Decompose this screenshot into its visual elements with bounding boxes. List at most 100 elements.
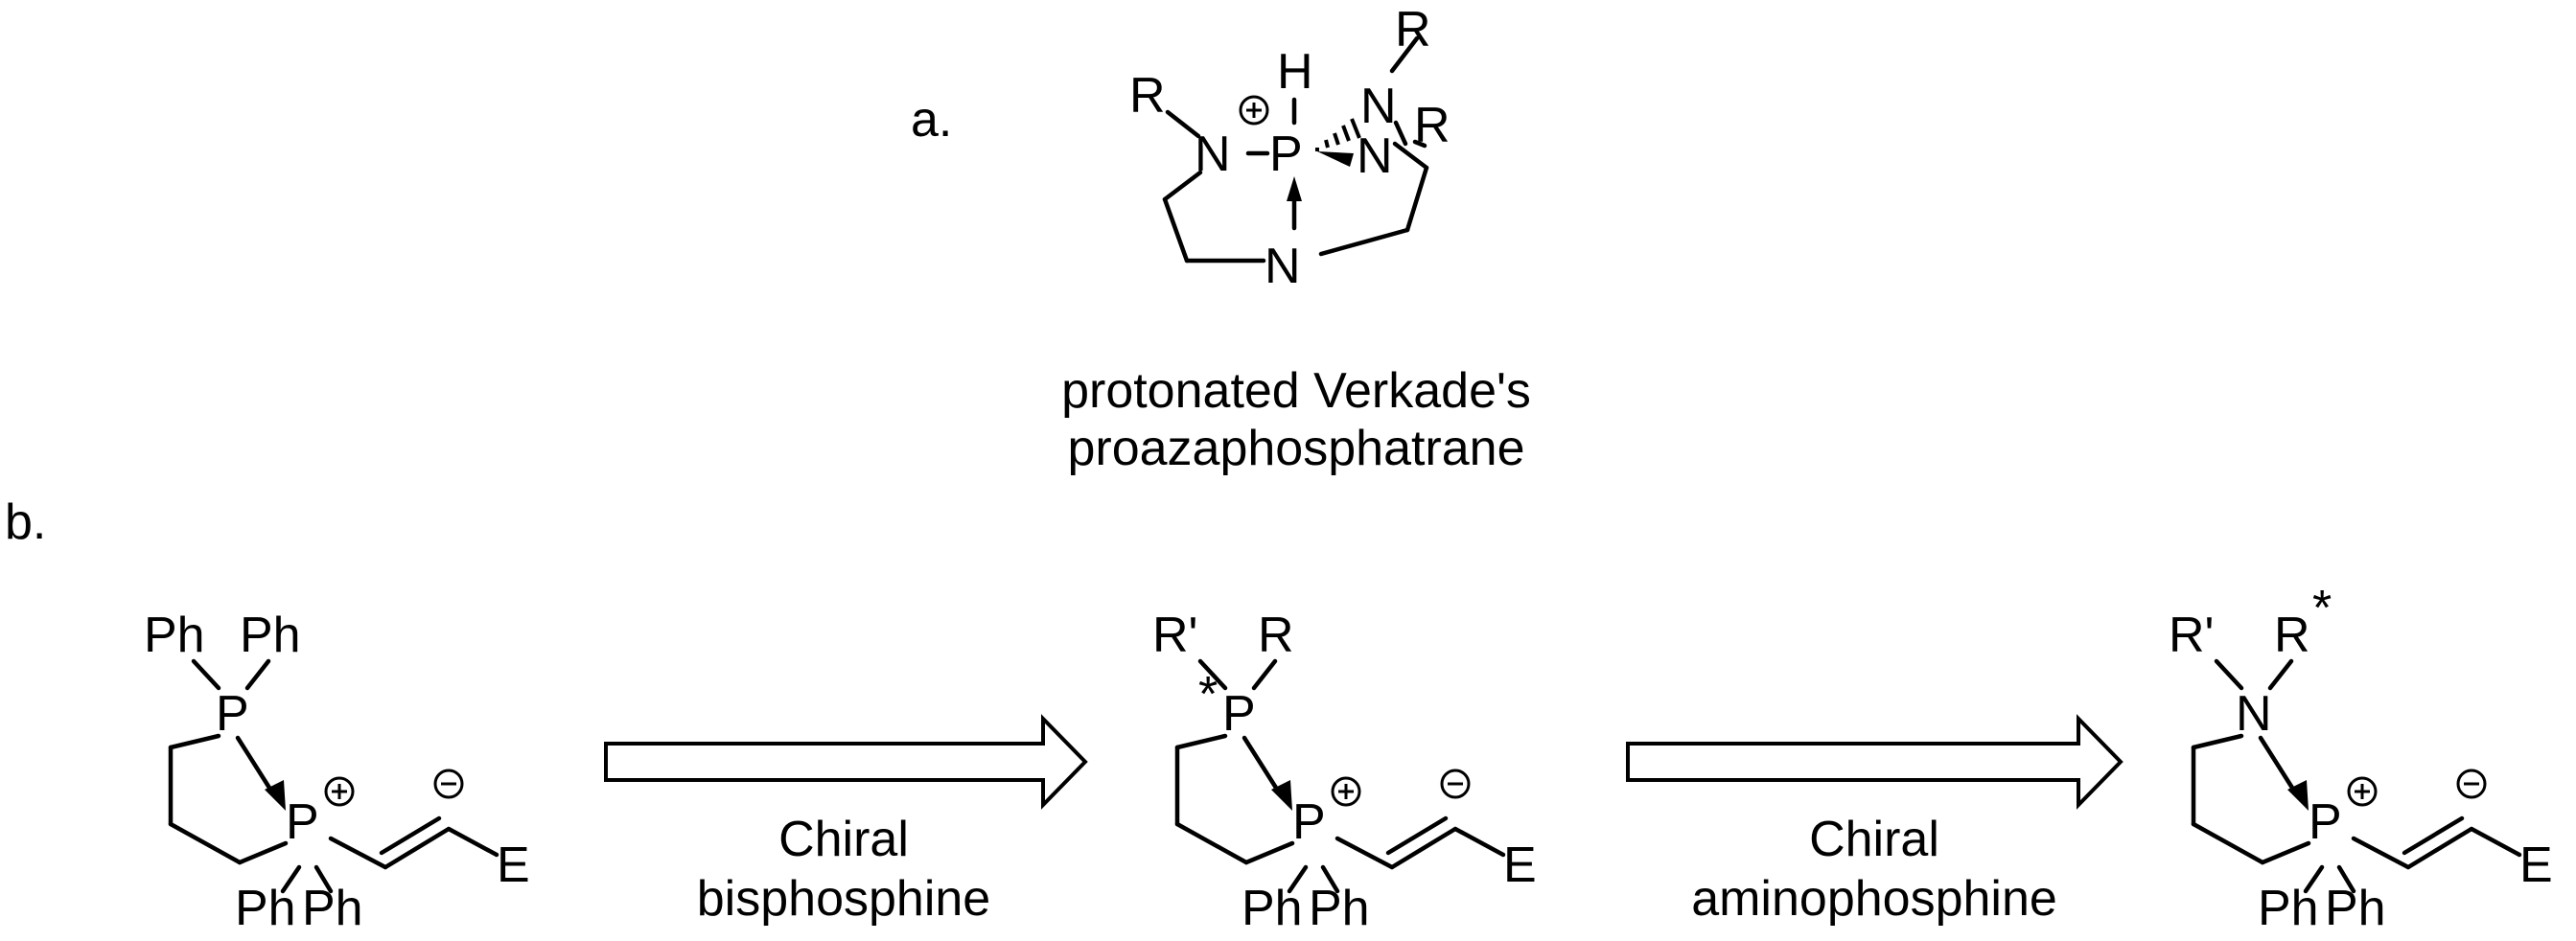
structure-1: Ph Ph P P Ph Ph E — [144, 608, 530, 936]
bond-ch-c-double — [2402, 815, 2465, 856]
bond-chain-3 — [2260, 840, 2311, 865]
bond-p2-ph-right — [313, 864, 334, 894]
proazaphosphatrane-structure: R N P H N N N R R — [1129, 2, 1450, 294]
ph-bottom-right: Ph — [1309, 881, 1370, 936]
reaction-arrow-2: Chiral aminophosphine — [1626, 714, 2123, 927]
structure-3: R' R * N P Ph Ph E — [2169, 581, 2553, 936]
r-prime-top-left: R' — [2169, 608, 2214, 663]
negative-charge-icon — [2456, 769, 2487, 799]
arrow-2-label-line1: Chiral — [1809, 812, 1939, 867]
atom-h: H — [1277, 44, 1313, 100]
substituent-r1: R — [1129, 68, 1166, 124]
bond-p1-ch2 — [1174, 733, 1228, 750]
bond-n3-r3 — [1412, 139, 1427, 149]
positive-charge-icon — [2347, 776, 2378, 807]
atom-n4: N — [1265, 239, 1301, 294]
bond-chain-2 — [1174, 821, 1249, 865]
bond-chain-2 — [2191, 821, 2265, 865]
bond-p2-ph-left — [280, 864, 302, 894]
bond-chain-2 — [168, 821, 243, 865]
structure-2: R' R P * P Ph Ph E — [1152, 608, 1537, 936]
cation-atom: P — [286, 794, 319, 850]
bond-ph-p1-left — [191, 658, 221, 691]
ph-bottom-left: Ph — [235, 881, 296, 936]
bond-ch-c-double — [1385, 815, 1449, 856]
donor-atom: P — [1222, 686, 1256, 742]
arrow-1-label-line2: bisphosphine — [697, 871, 990, 927]
bond-p-ph-left — [2303, 864, 2325, 894]
positive-charge-icon — [1331, 776, 1361, 807]
solid-wedge-p-n3 — [1317, 151, 1354, 167]
cation-atom: P — [2309, 794, 2342, 850]
dative-arrowhead — [1287, 176, 1302, 201]
bond-chain-3 — [237, 840, 289, 865]
bond-ch2-n3 — [1392, 141, 1429, 171]
stereocenter-star: * — [1198, 667, 1218, 723]
dative-n-p — [2258, 735, 2300, 798]
bond-n1-ch2 — [1162, 170, 1203, 202]
donor-atom: N — [2236, 686, 2272, 742]
negative-charge-icon — [1440, 769, 1471, 799]
bond-ch-c-single — [2405, 826, 2474, 870]
bond-n4-ch2-right — [1318, 227, 1410, 257]
atom-p: P — [1269, 126, 1303, 182]
bond-ch-c-single — [383, 826, 452, 870]
negative-charge-icon — [433, 769, 464, 799]
positive-charge-icon — [1239, 95, 1269, 126]
bond-rprime-n — [2214, 658, 2244, 691]
bond-r1-n1 — [1165, 109, 1201, 139]
cation-atom: P — [1292, 794, 1326, 850]
atom-n2: N — [1360, 79, 1397, 134]
ph-bottom-left: Ph — [2258, 881, 2319, 936]
bond-ch-c-double — [379, 815, 442, 856]
dative-arrowhead — [265, 780, 286, 811]
hashed-wedge-p-n2 — [1315, 118, 1361, 151]
bond-chain-3 — [1243, 840, 1295, 865]
bond-c-e — [446, 826, 499, 858]
stereocenter-star: * — [2312, 581, 2332, 636]
bond-p2-ph-left — [1287, 864, 1309, 894]
bond-p2-ch — [328, 836, 388, 870]
end-group: E — [497, 838, 530, 893]
arrow-1-label-line1: Chiral — [778, 812, 909, 867]
bond-p1-ch2 — [168, 733, 221, 750]
caption-line-2: proazaphosphatrane — [1067, 421, 1524, 476]
bond-n2-ch2 — [1393, 120, 1408, 147]
panel-a-label: a. — [911, 92, 952, 148]
bond-r-n — [2267, 658, 2294, 691]
bond-r-p1 — [1251, 658, 1278, 691]
dative-arrowhead — [1271, 780, 1292, 811]
bond-ph-p1-right — [244, 658, 271, 691]
bond-n2-r2 — [1389, 35, 1420, 74]
reaction-arrow-1: Chiral bisphosphine — [604, 714, 1088, 927]
bond-ch-c-single — [1389, 826, 1458, 870]
bond-p-ph-right — [2336, 864, 2356, 894]
atom-n3: N — [1357, 128, 1393, 184]
bond-p2-ph-right — [1320, 864, 1340, 894]
bond-c-e — [2469, 826, 2522, 858]
ph-top-right: Ph — [240, 608, 301, 663]
bond-p2-ch — [1334, 836, 1395, 870]
r-top-right: R — [2274, 608, 2310, 663]
bond-ch2-ch2-left — [1162, 196, 1190, 264]
bond-ch2-ch2-right — [1404, 165, 1429, 233]
atom-n1: N — [1195, 126, 1231, 182]
r-top-right: R — [1258, 608, 1294, 663]
positive-charge-icon — [324, 776, 355, 807]
bond-p-ch — [2351, 836, 2411, 870]
substituent-r2: R — [1395, 2, 1431, 57]
bond-n-ch2 — [2191, 733, 2244, 750]
ph-bottom-left: Ph — [1242, 881, 1303, 936]
dative-p1-p2 — [1242, 735, 1284, 798]
dative-arrowhead — [2287, 780, 2309, 811]
ph-top-left: Ph — [144, 608, 205, 663]
caption-line-1: protonated Verkade's — [1061, 363, 1531, 419]
donor-atom: P — [216, 686, 249, 742]
r-prime-top-left: R' — [1152, 608, 1197, 663]
end-group: E — [2519, 838, 2553, 893]
ph-bottom-right: Ph — [302, 881, 363, 936]
end-group: E — [1503, 838, 1537, 893]
dative-p1-p2 — [235, 735, 277, 798]
arrow-2-label-line2: aminophosphine — [1691, 871, 2057, 927]
